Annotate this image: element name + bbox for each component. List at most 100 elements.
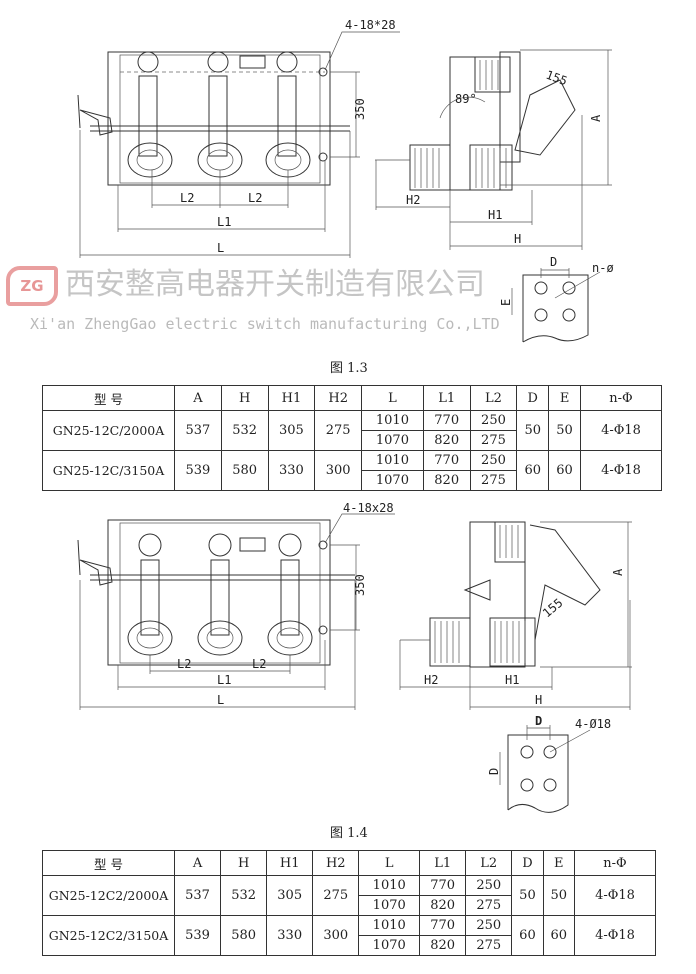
dim-A-label: A [589, 114, 603, 122]
cell-L1: 770 [419, 915, 467, 936]
cell-A: 537 [174, 410, 222, 451]
cell-H2: 300 [312, 915, 360, 956]
pole-3 [267, 533, 313, 656]
pole-2 [197, 51, 243, 178]
pole-2 [197, 533, 243, 656]
dim-H1-label: H1 [488, 208, 502, 222]
dim-E-label: E [499, 299, 513, 306]
cell-L2: 250 [465, 875, 513, 896]
header-model: 型 号 [42, 850, 175, 876]
dim-L2-label: L2 [177, 657, 191, 671]
spec-table-1: 型 号 A H H1 H2 L L1 L2 D E n-Φ GN25-12C/2… [42, 385, 662, 491]
height-350-label: 350 [353, 574, 367, 596]
header-L2: L2 [469, 385, 518, 411]
cell-n-phi: 4-Φ18 [574, 875, 656, 916]
pole-1 [127, 533, 173, 656]
dim-L1-label: L1 [217, 673, 231, 687]
cell-H1: 305 [266, 875, 314, 916]
dim-L-label: L [217, 241, 224, 255]
spec-table-2: 型 号 A H H1 H2 L L1 L2 D E n-Φ GN25-12C2/… [42, 850, 656, 956]
header-D: D [516, 385, 550, 411]
dim-D-label: D [535, 714, 542, 728]
header-H2: H2 [312, 850, 360, 876]
cell-D: 50 [516, 410, 550, 451]
cell-D: 60 [511, 915, 544, 956]
header-A: A [174, 385, 222, 411]
table-row: GN25-12C/3150A 539 580 330 300 1010 770 … [42, 450, 662, 491]
dim-L2-label: L2 [180, 191, 194, 205]
pole-1 [127, 51, 173, 178]
table-header-row: 型 号 A H H1 H2 L L1 L2 D E n-Φ [42, 385, 662, 411]
fig13-flange-detail: D n-ø E [499, 255, 614, 343]
cell-L2: 275 [469, 430, 518, 451]
cell-H2: 275 [314, 410, 363, 451]
table-row: GN25-12C2/3150A 539 580 330 300 1010 770… [42, 915, 656, 956]
dim-D-label: D [550, 255, 557, 269]
header-A: A [173, 850, 222, 876]
table-header-row: 型 号 A H H1 H2 L L1 L2 D E n-Φ [42, 850, 656, 876]
cell-E: 50 [542, 875, 576, 916]
cell-L: 1070 [361, 430, 424, 451]
radius-label: 155 [540, 596, 566, 621]
cell-H: 532 [220, 875, 268, 916]
fig13-front-view: 4-18*28 350 L2 L2 L1 L [77, 18, 400, 258]
cell-E: 60 [548, 450, 581, 491]
header-H2: H2 [314, 385, 363, 411]
dim-L1-label: L1 [217, 215, 231, 229]
cell-L2: 275 [469, 470, 518, 491]
header-E: E [548, 385, 581, 411]
cell-H1: 330 [266, 915, 314, 956]
cell-L2: 275 [465, 895, 513, 916]
cell-H1: 330 [267, 450, 316, 491]
cell-L2: 250 [465, 915, 513, 936]
operating-handle [77, 94, 113, 136]
header-n-phi: n-Φ [574, 850, 656, 876]
cell-n-phi: 4-Φ18 [580, 410, 662, 451]
height-350-label: 350 [353, 98, 367, 120]
header-L1: L1 [422, 385, 471, 411]
dim-D-vertical-label: D [487, 768, 501, 775]
table-row: GN25-12C2/2000A 537 532 305 275 1010 770… [42, 875, 656, 916]
cell-H1: 305 [267, 410, 316, 451]
header-L2: L2 [465, 850, 513, 876]
pole-3 [265, 51, 311, 178]
cell-L2: 250 [469, 450, 518, 471]
cell-D: 60 [516, 450, 550, 491]
cell-D: 50 [511, 875, 544, 916]
cell-E: 60 [542, 915, 576, 956]
cell-L: 1010 [358, 875, 421, 896]
cell-model: GN25-12C/2000A [42, 410, 175, 451]
cell-L: 1070 [358, 935, 421, 956]
fig14-front-view: 4-18x28 350 L2 L2 L1 L [77, 501, 395, 710]
cell-n-phi: 4-Φ18 [574, 915, 656, 956]
header-model: 型 号 [42, 385, 175, 411]
dim-H1-label: H1 [505, 673, 519, 687]
table-subrow: 1070 820 275 [43, 430, 662, 451]
cell-H2: 300 [314, 450, 363, 491]
cell-L1: 820 [419, 935, 467, 956]
cell-L1: 770 [422, 450, 471, 471]
cell-L1: 770 [422, 410, 471, 431]
cell-L2: 250 [469, 410, 518, 431]
cell-L1: 820 [422, 430, 471, 451]
cell-E: 50 [548, 410, 581, 451]
table-subrow: 1070 820 275 [43, 895, 656, 916]
dim-L-label: L [217, 693, 224, 707]
cell-model: GN25-12C2/2000A [42, 875, 175, 916]
dim-L2-label: L2 [252, 657, 266, 671]
header-H: H [220, 385, 269, 411]
angle-label: 89° [455, 92, 477, 106]
fig13-side-view: 89° 155 A H2 H1 H [375, 49, 612, 250]
header-L1: L1 [419, 850, 467, 876]
dim-H2-label: H2 [406, 193, 420, 207]
holes-phi-label: 4-Ø18 [575, 717, 611, 731]
dim-H-label: H [514, 232, 521, 246]
table-subrow: 1070 820 275 [43, 470, 662, 491]
cell-L: 1010 [358, 915, 421, 936]
header-D: D [511, 850, 544, 876]
dim-H2-label: H2 [424, 673, 438, 687]
cell-L2: 275 [465, 935, 513, 956]
cell-H: 532 [220, 410, 269, 451]
watermark-company-cn: 西安整高电器开关制造有限公司 [65, 267, 485, 302]
